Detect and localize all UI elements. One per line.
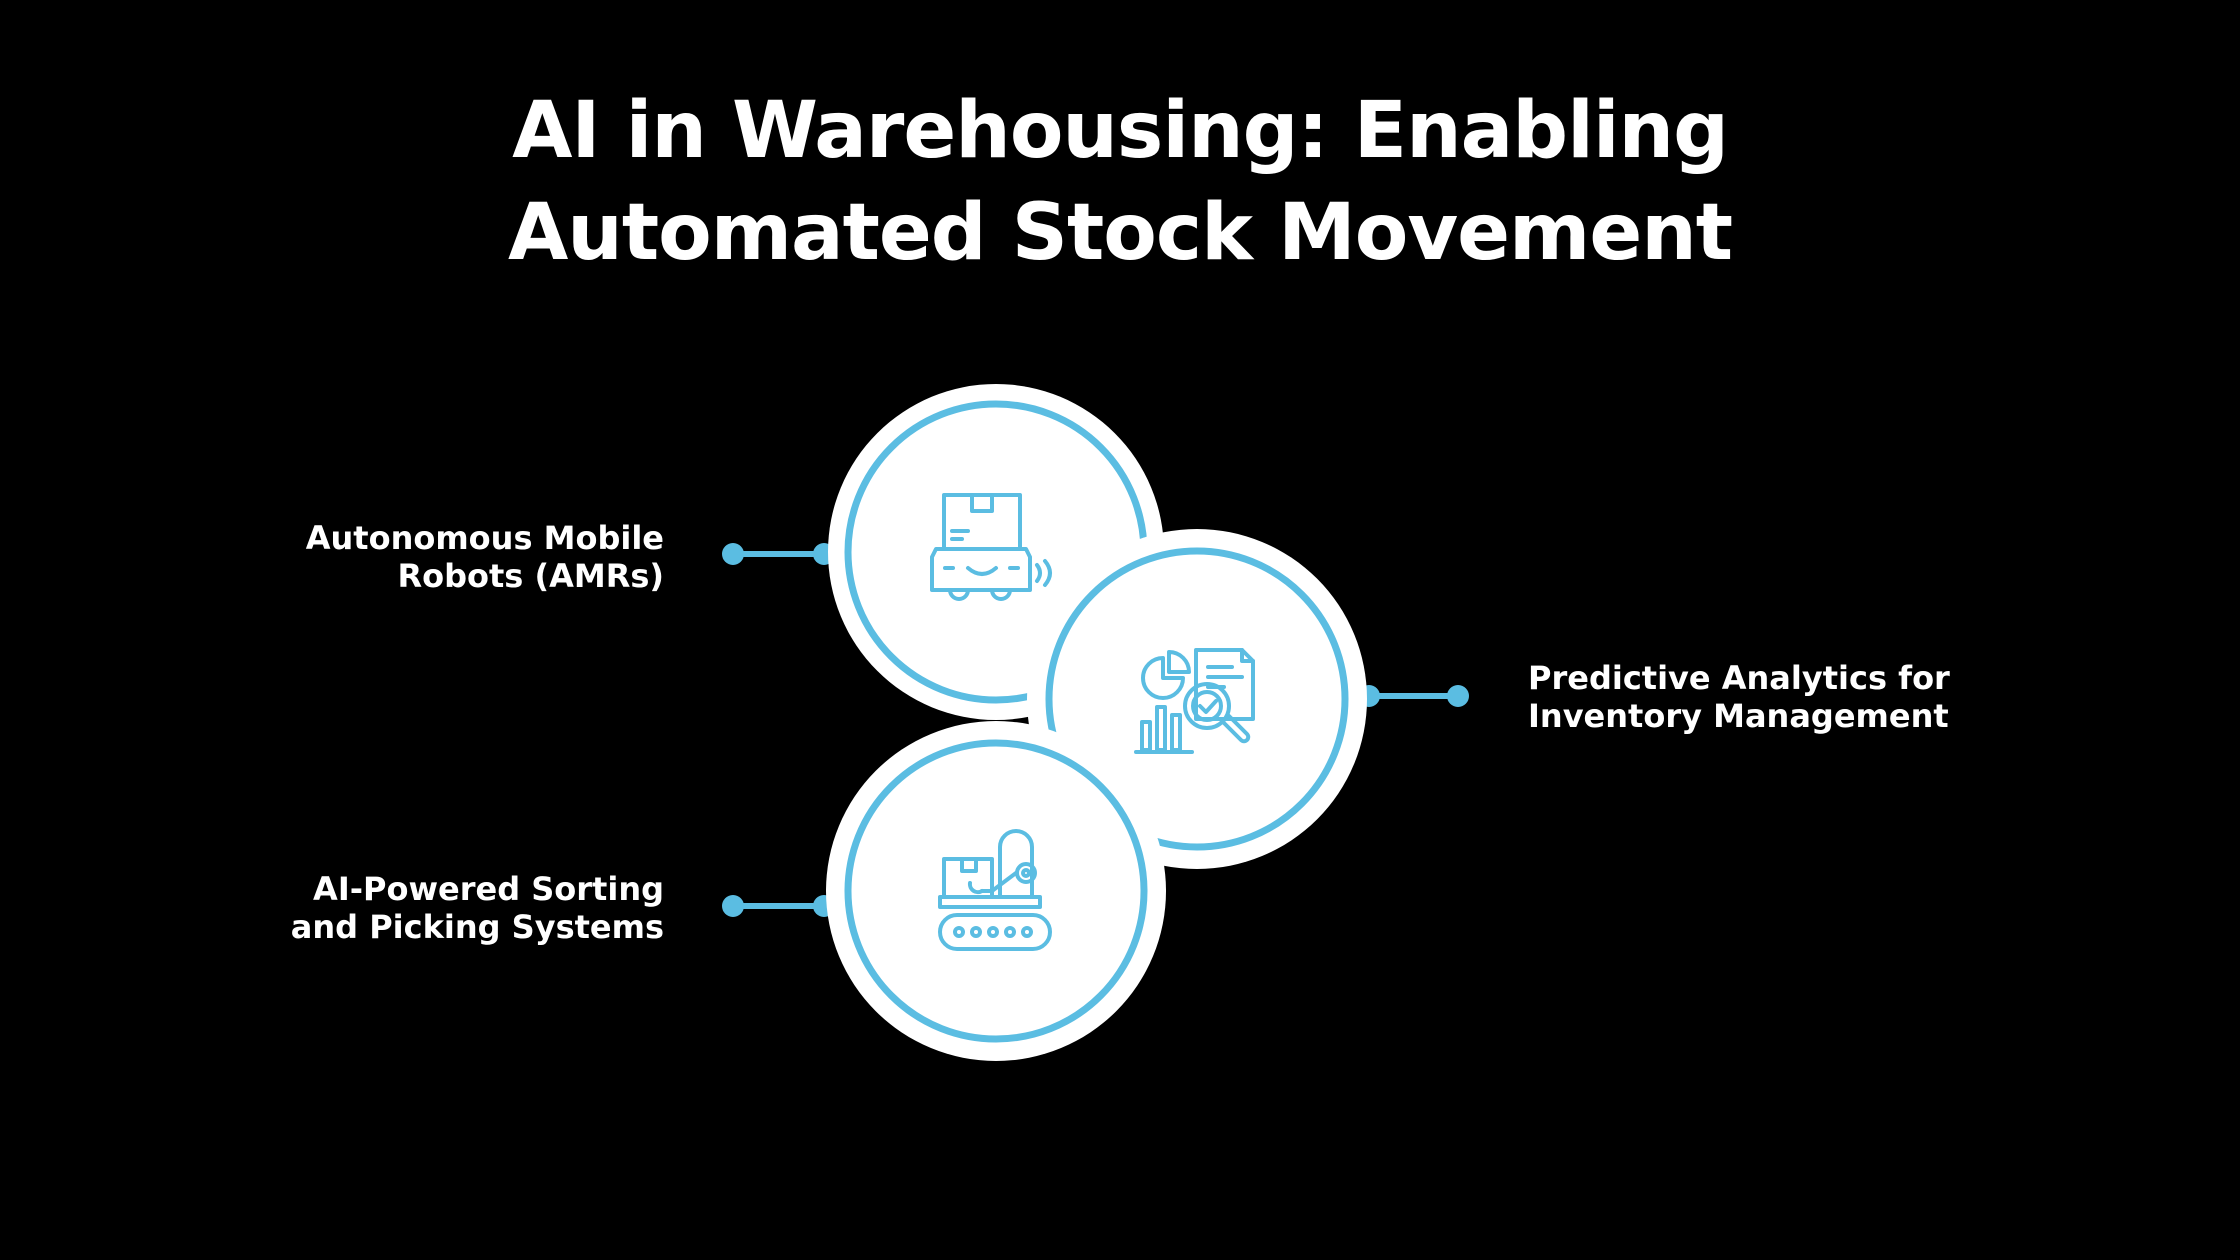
analytics-report-icon: [1134, 648, 1255, 754]
connector-amr: [722, 543, 835, 565]
item-label-sorting: AI-Powered Sorting and Picking Systems: [224, 870, 664, 946]
connector-predictive: [1358, 685, 1469, 707]
item-label-amr: Autonomous Mobile Robots (AMRs): [224, 519, 664, 595]
item-label-amr-line-2: Robots (AMRs): [397, 557, 664, 595]
item-label-predictive-line-2: Inventory Management: [1528, 697, 1949, 735]
item-label-sorting-line-2: and Picking Systems: [290, 908, 664, 946]
circle-sorting: [826, 721, 1166, 1061]
page-title: AI in Warehousing: Enabling Automated St…: [0, 80, 2240, 284]
item-label-predictive: Predictive Analytics for Inventory Manag…: [1528, 659, 2048, 735]
item-label-predictive-line-1: Predictive Analytics for: [1528, 659, 1950, 697]
connector-sorting: [722, 895, 835, 917]
item-label-sorting-line-1: AI-Powered Sorting: [313, 870, 664, 908]
conveyor-robot-arm-icon: [938, 829, 1052, 951]
item-label-amr-line-1: Autonomous Mobile: [305, 519, 664, 557]
title-line-1: AI in Warehousing: Enabling: [512, 86, 1729, 176]
title-line-2: Automated Stock Movement: [507, 188, 1733, 278]
robot-cart-icon: [930, 493, 1052, 601]
